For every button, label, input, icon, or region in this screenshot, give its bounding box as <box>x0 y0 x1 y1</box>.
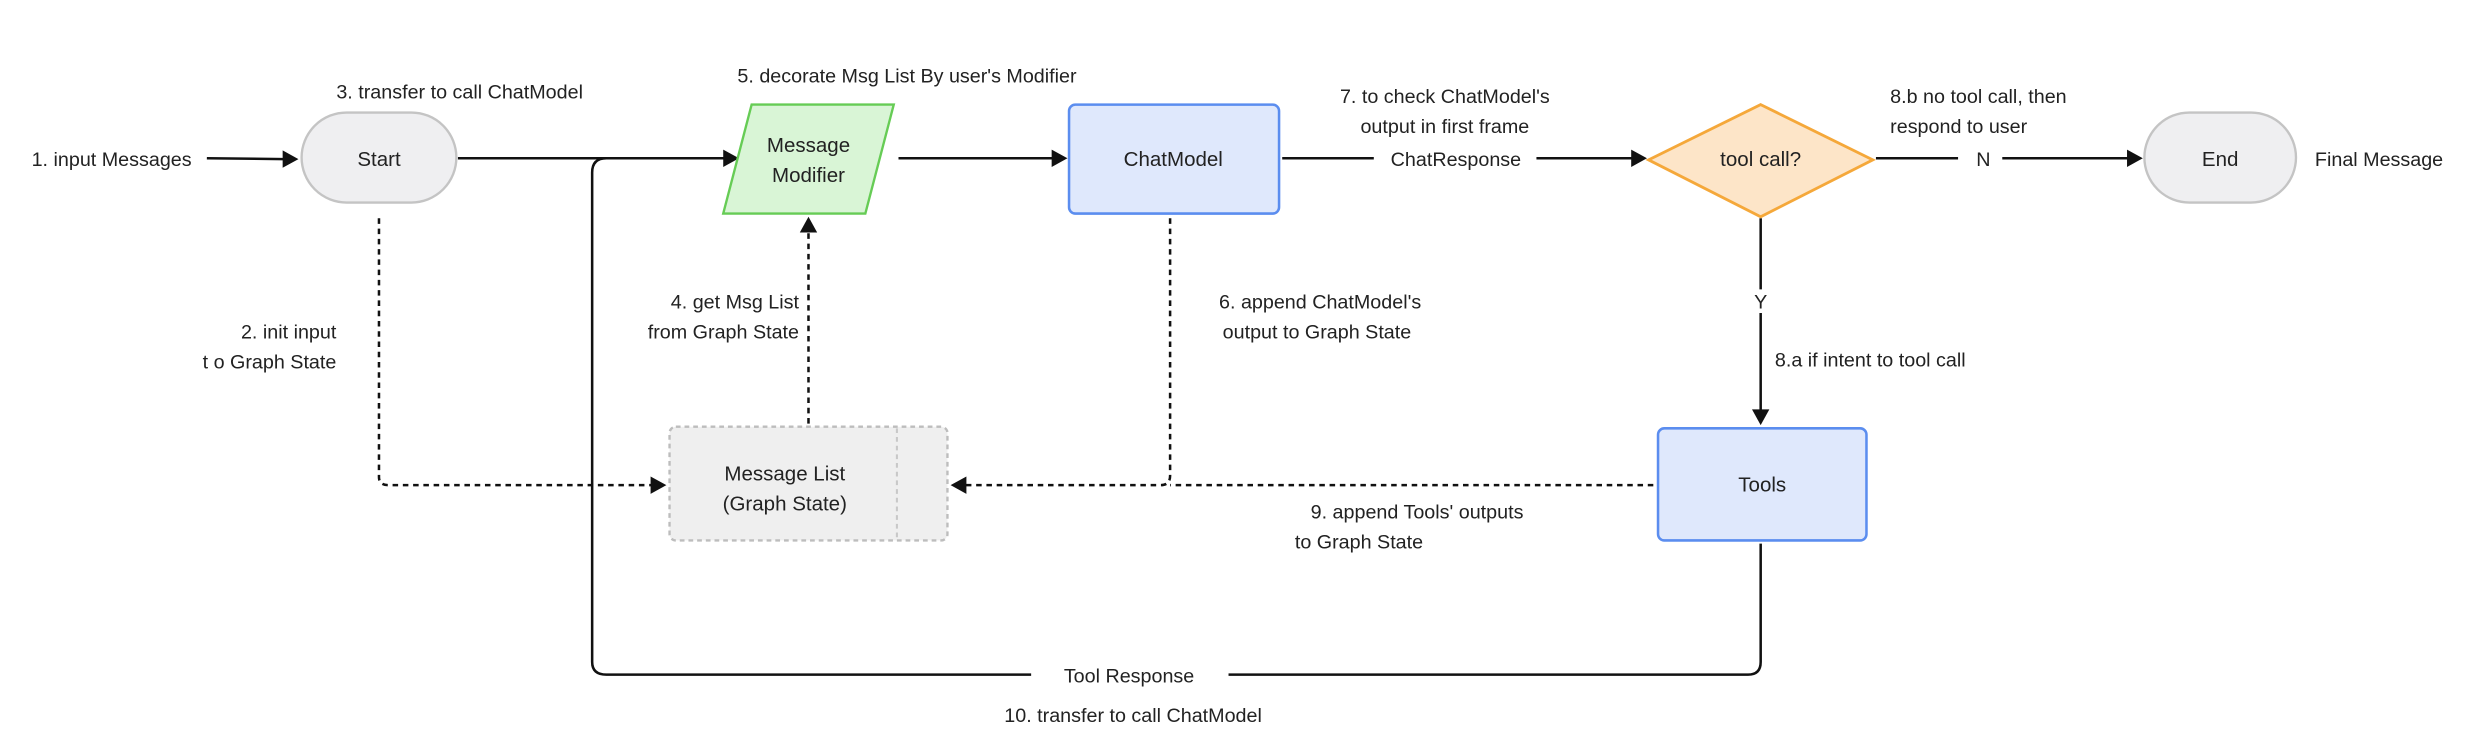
chatmodel-node[interactable]: ChatModel <box>1067 103 1281 215</box>
arrowhead <box>950 476 967 494</box>
edge-modifier-to-chatmodel <box>898 149 1068 167</box>
tool-call-decision-node[interactable]: tool call? <box>1645 103 1876 219</box>
transfer-back-label: 10. transfer to call ChatModel <box>1004 705 1262 727</box>
get-list-label-line1: 4. get Msg List <box>671 291 800 313</box>
arrowhead <box>799 216 818 233</box>
input-label: 1. input Messages <box>32 149 192 171</box>
yes-path-label: 8.a if intent to tool call <box>1775 350 1966 372</box>
arrowhead <box>2127 149 2143 167</box>
tools-label: Tools <box>1738 473 1786 496</box>
arrowhead <box>723 149 740 167</box>
init-label-line1: 2. init input <box>241 321 337 343</box>
message-list-state-node[interactable]: Message List (Graph State) <box>668 425 949 542</box>
modifier-label-line2: Modifier <box>772 164 845 187</box>
final-message-label: Final Message <box>2315 149 2443 171</box>
decision-label: tool call? <box>1720 148 1801 171</box>
edge-start-to-modifier <box>457 149 740 167</box>
yes-label: Y <box>1754 291 1767 313</box>
edge-start-to-state <box>377 218 667 494</box>
init-label-line2: t o Graph State <box>203 351 337 373</box>
edge-tools-to-modifier-loop <box>590 157 1762 676</box>
message-modifier-node[interactable]: Message Modifier <box>721 103 896 215</box>
arrowhead <box>1051 149 1068 167</box>
chat-response-label: ChatResponse <box>1391 149 1521 171</box>
check-label-line2: output in first frame <box>1360 116 1529 138</box>
edge-state-to-modifier <box>799 216 818 424</box>
transfer-label: 3. transfer to call ChatModel <box>336 81 583 103</box>
append-chat-label-line2: output to Graph State <box>1223 321 1412 343</box>
start-label: Start <box>357 148 401 171</box>
no-path-label-line2: respond to user <box>1890 116 2027 138</box>
no-path-label-line1: 8.b no tool call, then <box>1890 86 2067 108</box>
edge-chatmodel-to-decision <box>1282 149 1647 167</box>
arrowhead <box>1631 149 1647 167</box>
no-label: N <box>1976 149 1990 171</box>
tool-response-label: Tool Response <box>1064 666 1194 688</box>
chatmodel-label: ChatModel <box>1124 148 1223 171</box>
end-label: End <box>2202 148 2239 171</box>
arrowhead <box>282 150 299 168</box>
modifier-label-line1: Message <box>767 134 850 157</box>
arrowhead <box>1751 409 1770 426</box>
message-list-label-line1: Message List <box>724 462 845 485</box>
append-tools-label-line1: 9. append Tools' outputs <box>1311 501 1524 523</box>
tools-node[interactable]: Tools <box>1656 427 1868 542</box>
message-list-label-line2: (Graph State) <box>723 492 847 515</box>
arrowhead <box>650 476 667 494</box>
edge-decision-to-tools <box>1751 218 1770 426</box>
decorate-label: 5. decorate Msg List By user's Modifier <box>737 66 1077 88</box>
end-node[interactable]: End <box>2143 111 2298 204</box>
append-chat-label-line1: 6. append ChatModel's <box>1219 291 1421 313</box>
edge-input <box>206 150 299 168</box>
get-list-label-line2: from Graph State <box>648 321 799 343</box>
start-node[interactable]: Start <box>300 111 458 204</box>
append-tools-label-line2: to Graph State <box>1295 531 1423 553</box>
check-label-line1: 7. to check ChatModel's <box>1340 86 1550 108</box>
edge-decision-to-end <box>1875 149 2143 167</box>
edge-chatmodel-to-state <box>950 218 1172 494</box>
